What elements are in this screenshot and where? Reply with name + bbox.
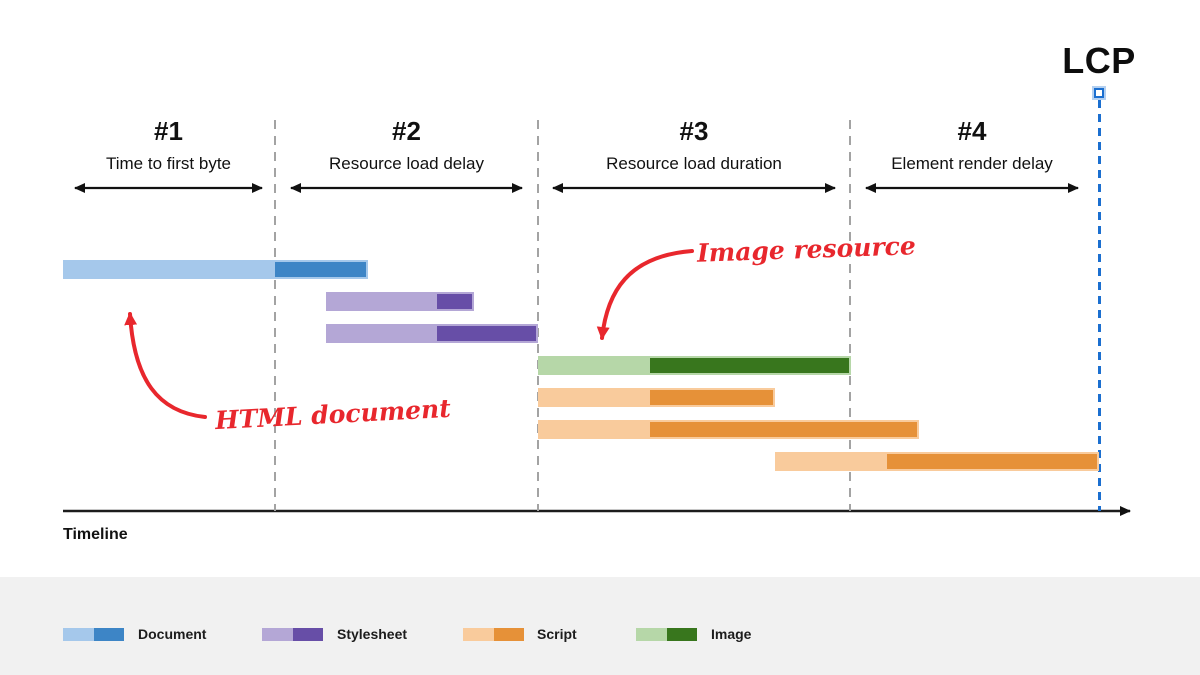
- image-bar: [538, 356, 851, 375]
- image-bar-loaded-segment: [650, 358, 849, 373]
- legend-swatch-stylesheet-light: [262, 628, 293, 641]
- stylesheet-bar-loaded-segment: [437, 294, 472, 309]
- legend-swatch-document-dark: [93, 628, 124, 641]
- script-bar: [538, 388, 775, 407]
- script-bar-loaded-segment: [887, 454, 1097, 469]
- phase-2-number: #2: [392, 116, 421, 146]
- image-resource-annotation: Image resource: [696, 231, 917, 268]
- legend-label-image: Image: [711, 626, 752, 642]
- legend-swatch-document-light: [63, 628, 94, 641]
- legend-swatch-stylesheet: [262, 628, 323, 641]
- legend-label-script: Script: [537, 626, 577, 642]
- separator-line-1: [274, 120, 276, 511]
- legend-swatch-image: [636, 628, 697, 641]
- script-bar-loaded-segment: [650, 422, 917, 437]
- document-bar: [63, 260, 368, 279]
- phase-3-label: Resource load duration: [606, 154, 782, 173]
- phase-4-number: #4: [957, 116, 987, 146]
- legend-label-document: Document: [138, 626, 207, 642]
- phase-1-number: #1: [154, 116, 183, 146]
- stylesheet-bar-loaded-segment: [437, 326, 536, 341]
- legend-swatch-image-light: [636, 628, 667, 641]
- html-document-arrow-icon: [124, 312, 207, 419]
- script-bar-loaded-segment: [650, 390, 773, 405]
- legend-swatch-document: [63, 628, 124, 641]
- lcp-label: LCP: [1062, 40, 1136, 81]
- phase-1-label: Time to first byte: [105, 154, 232, 173]
- stylesheet-bar: [326, 324, 538, 343]
- html-document-annotation: HTML document: [214, 393, 452, 436]
- legend-swatch-stylesheet-dark: [292, 628, 323, 641]
- timeline-label: Timeline: [63, 526, 128, 543]
- legend-swatch-script: [463, 628, 524, 641]
- phase-4-label: Element render delay: [891, 154, 1053, 173]
- script-bar: [775, 452, 1099, 471]
- stylesheet-bar: [326, 292, 474, 311]
- script-bar: [538, 420, 919, 439]
- separator-line-3: [849, 120, 851, 511]
- separator-line-2: [537, 120, 539, 511]
- legend-label-stylesheet: Stylesheet: [337, 626, 408, 642]
- phase-2-label: Resource load delay: [329, 154, 484, 173]
- document-bar-loaded-segment: [275, 262, 366, 277]
- phase-3-number: #3: [679, 116, 709, 146]
- image-resource-arrow-icon: [596, 249, 694, 340]
- legend-swatch-script-light: [463, 628, 494, 641]
- legend-swatch-script-dark: [493, 628, 524, 641]
- lcp-marker-icon: [1094, 88, 1104, 98]
- lcp-dashed-line: [1097, 100, 1101, 511]
- legend-footer: [0, 577, 1200, 675]
- legend-swatch-image-dark: [666, 628, 697, 641]
